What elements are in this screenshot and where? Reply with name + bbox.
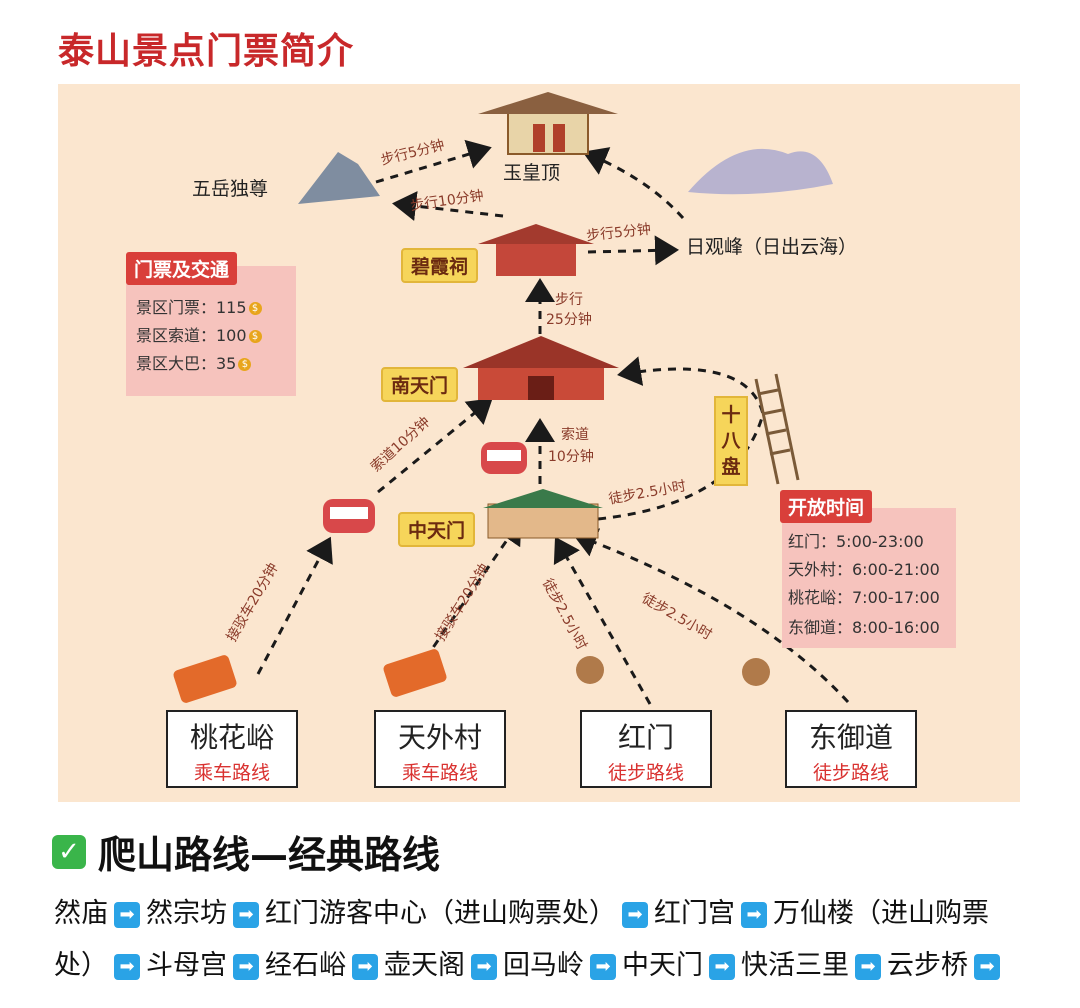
zhongtianmen-gate <box>483 489 603 539</box>
entry-dongyudao: 东御道徒步路线 <box>785 710 917 788</box>
entry-hongmen: 红门徒步路线 <box>580 710 712 788</box>
arrow-icon: ➡ <box>114 901 140 928</box>
note-cable-a: 索道 <box>561 427 589 443</box>
check-icon: ✓ <box>52 834 86 869</box>
note-walk-25a: 步行 <box>555 292 583 308</box>
section-header: ✓ 爬山路线—经典路线 <box>52 824 440 879</box>
coin-icon: $ <box>248 302 262 315</box>
cloud-mountain-icon <box>688 148 833 195</box>
ticket-row: 景区门票：115$ <box>136 294 262 318</box>
label-wuyue: 五岳独尊 <box>192 178 269 200</box>
coin-icon: $ <box>248 330 262 343</box>
tag-zhongtianmen: 中天门 <box>398 512 476 547</box>
label-riguanfeng: 日观峰（日出云海） <box>686 236 858 258</box>
nantianmen-gate <box>463 336 619 400</box>
bixiaci-temple <box>478 224 594 276</box>
tag-bixiaci: 碧霞祠 <box>401 248 479 283</box>
note-walk-25b: 25分钟 <box>546 312 592 328</box>
hours-row: 天外村：6:00-21:00 <box>788 560 940 579</box>
tag-nantianmen: 南天门 <box>381 367 459 402</box>
note-cable-b: 10分钟 <box>548 449 594 465</box>
ticket-row: 景区大巴：35$ <box>136 350 252 374</box>
ticket-row: 景区索道：100$ <box>136 322 262 346</box>
arrow-icon: ➡ <box>741 901 767 928</box>
ticket-panel-heading: 门票及交通 <box>126 252 238 285</box>
hiker-icon <box>742 658 770 686</box>
cable-car-icon <box>323 499 375 533</box>
mountain-icon <box>298 152 380 204</box>
yuhuangding-temple <box>478 92 618 155</box>
cable-car-icon <box>481 442 527 474</box>
arrow-icon: ➡ <box>233 901 259 928</box>
arrow-icon: ➡ <box>471 953 497 980</box>
arrow-icon: ➡ <box>590 953 616 980</box>
tag-shibapan: 十八盘 <box>714 396 748 486</box>
entry-tianwaicun: 天外村乘车路线 <box>374 710 506 788</box>
arrow-icon: ➡ <box>622 901 648 928</box>
ticket-panel <box>126 266 296 396</box>
label-yuhuangding: 玉皇顶 <box>503 162 561 184</box>
route-line-1: 然庙➡然宗坊➡红门游客中心（进山购票处）➡红门宫➡万仙楼（进山购票 <box>54 898 989 929</box>
route-text: 然庙➡然宗坊➡红门游客中心（进山购票处）➡红门宫➡万仙楼（进山购票 处）➡斗母宫… <box>54 888 1054 992</box>
hiker-icon <box>576 656 604 684</box>
coin-icon: $ <box>238 358 252 371</box>
hours-panel <box>782 508 956 648</box>
arrow-icon: ➡ <box>709 953 735 980</box>
bus-icon <box>383 649 447 697</box>
hours-panel-heading: 开放时间 <box>780 490 873 523</box>
entry-taohuayu: 桃花峪乘车路线 <box>166 710 298 788</box>
hours-row: 东御道：8:00-16:00 <box>788 618 940 637</box>
tourist-map: 玉皇顶 五岳独尊 日观峰（日出云海） 步行5分钟 步行10分钟 步行5分钟 步行… <box>58 84 1020 802</box>
arrow-icon: ➡ <box>352 953 378 980</box>
hours-row: 红门：5:00-23:00 <box>788 532 924 551</box>
arrow-icon: ➡ <box>974 953 1000 980</box>
bus-icon <box>173 655 237 703</box>
arrow-icon: ➡ <box>233 953 259 980</box>
ladder-icon <box>754 373 800 485</box>
route-lines <box>173 92 850 705</box>
arrow-icon: ➡ <box>114 953 140 980</box>
section-title: 爬山路线—经典路线 <box>98 833 441 877</box>
arrow-icon: ➡ <box>855 953 881 980</box>
page-title: 泰山景点门票简介 <box>58 31 355 72</box>
route-line-2: 处）➡斗母宫➡经石峪➡壶天阁➡回马岭➡中天门➡快活三里➡云步桥➡ <box>54 940 1054 992</box>
hours-row: 桃花峪：7:00-17:00 <box>788 588 940 607</box>
